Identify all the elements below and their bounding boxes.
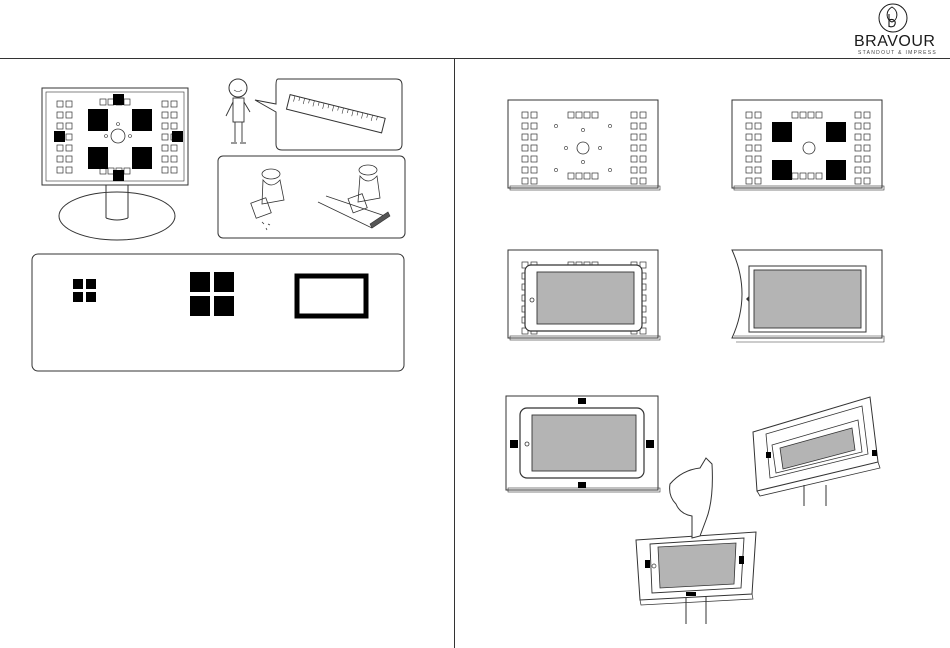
tablet-in-frame-illustration — [732, 250, 884, 342]
person-with-ruler-illustration — [226, 79, 402, 150]
monitor-with-pads-illustration — [42, 88, 188, 240]
tablet-on-plate-illustration — [508, 250, 660, 340]
pad-shapes-panel — [32, 254, 404, 371]
cutting-pads-illustration — [218, 156, 405, 238]
plate-with-pads-illustration — [732, 100, 884, 190]
frame-tilted-assembly-illustration — [753, 397, 880, 506]
tablet-with-edge-pads-illustration — [506, 396, 660, 492]
plate-blank-illustration — [508, 100, 660, 190]
